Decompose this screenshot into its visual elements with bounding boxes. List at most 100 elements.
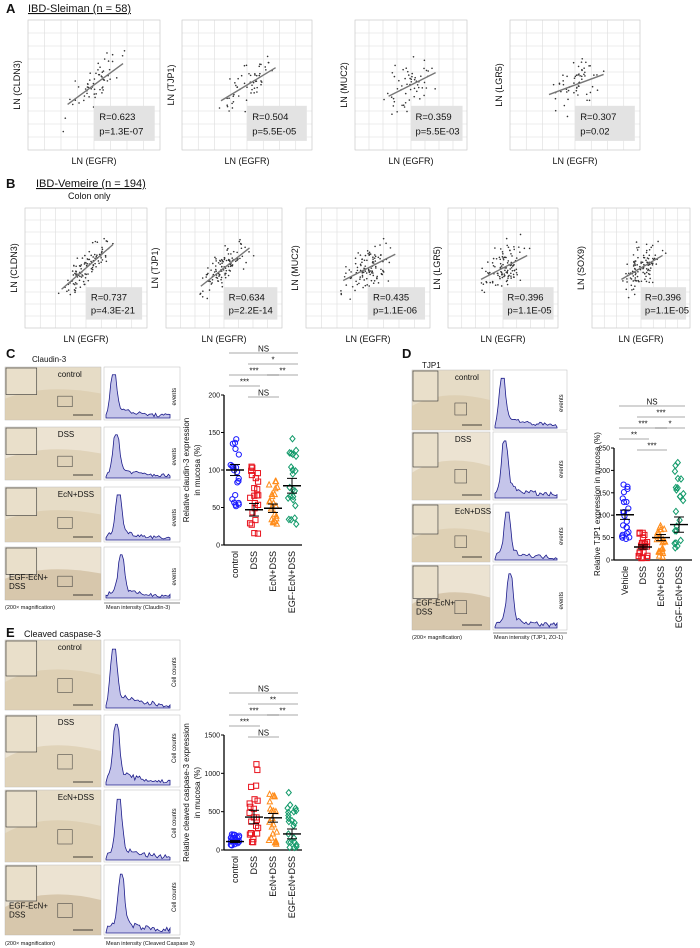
data-point — [644, 278, 646, 280]
data-point — [507, 260, 510, 262]
data-point — [643, 256, 646, 259]
data-point — [266, 804, 274, 812]
stats-box — [247, 105, 307, 141]
data-point — [254, 486, 261, 493]
stats-box — [224, 287, 278, 320]
data-point — [492, 264, 495, 267]
data-point — [359, 254, 362, 256]
x-tick-label: EGF-EcN+DSS — [674, 566, 684, 628]
data-point — [632, 254, 635, 256]
data-point — [585, 61, 587, 64]
histogram-y-label: Cell counts — [172, 808, 178, 838]
data-point — [374, 260, 377, 262]
data-point — [229, 265, 232, 268]
data-point — [659, 535, 667, 543]
data-point — [491, 262, 494, 264]
data-point — [292, 501, 299, 510]
data-point — [231, 499, 238, 506]
data-point — [269, 517, 277, 525]
data-point — [361, 274, 364, 277]
data-point — [219, 263, 221, 265]
data-point — [371, 270, 373, 272]
data-point — [372, 262, 375, 264]
data-point — [627, 272, 630, 275]
data-point — [380, 268, 382, 271]
data-point — [234, 260, 237, 263]
inset-zoom — [5, 547, 38, 575]
data-point — [634, 268, 636, 271]
data-point — [72, 274, 75, 276]
data-point — [82, 99, 85, 102]
data-point — [354, 289, 356, 292]
data-point — [636, 249, 639, 251]
data-point — [286, 843, 293, 852]
x-axis-label: LN (EGFR) — [619, 334, 664, 344]
data-point — [516, 273, 518, 276]
y-tick-label: 0 — [216, 848, 220, 855]
x-tick-label: EGF-EcN+DSS — [287, 551, 297, 613]
data-point — [648, 281, 651, 284]
data-point — [499, 277, 501, 280]
tissue-texture — [5, 449, 101, 480]
data-point — [251, 88, 253, 91]
data-point — [232, 491, 239, 499]
flow-histogram: Cell counts — [103, 864, 181, 936]
data-point — [619, 495, 626, 502]
image-label: EcN+DSS — [58, 490, 94, 499]
data-point — [62, 130, 65, 133]
data-point — [485, 270, 487, 273]
data-point — [107, 60, 110, 62]
data-point — [588, 65, 590, 67]
plot-frame — [447, 207, 559, 329]
data-point — [98, 262, 100, 265]
data-point — [406, 83, 408, 86]
data-point — [498, 275, 501, 278]
data-point — [401, 104, 403, 107]
data-point — [94, 257, 96, 260]
data-point — [109, 78, 111, 80]
p-value: p=1.1E-05 — [645, 306, 689, 317]
data-point — [588, 99, 591, 102]
data-point — [519, 251, 521, 253]
data-point — [499, 262, 502, 265]
data-point — [361, 276, 364, 278]
histogram-y-label: events — [172, 509, 178, 527]
data-point — [507, 246, 510, 249]
data-point — [75, 270, 77, 273]
data-point — [87, 279, 90, 282]
data-point — [237, 95, 240, 97]
data-point — [517, 246, 520, 248]
data-point — [217, 262, 220, 264]
data-point — [284, 494, 292, 502]
data-point — [253, 822, 260, 829]
data-point — [247, 830, 254, 837]
data-point — [653, 535, 661, 543]
data-point — [225, 269, 228, 272]
inset-zoom — [5, 640, 38, 677]
x-tick-label: DSS — [638, 566, 648, 585]
inset-region-box — [454, 600, 467, 614]
data-point — [499, 248, 502, 250]
data-point — [402, 68, 404, 71]
histogram-y-label: events — [559, 527, 565, 545]
p-value: p=1.3E-07 — [99, 126, 143, 137]
panel-a-letter: A — [6, 1, 16, 16]
data-point — [82, 280, 85, 283]
data-point — [376, 275, 378, 278]
regression-line — [61, 244, 114, 290]
data-point — [248, 783, 255, 791]
data-point — [96, 254, 98, 257]
data-point — [417, 86, 420, 89]
data-point — [402, 104, 405, 107]
data-point — [637, 270, 639, 273]
data-point — [255, 80, 257, 83]
data-point — [631, 270, 634, 273]
data-point — [515, 268, 518, 271]
data-point — [224, 276, 227, 279]
inset-zoom — [412, 432, 439, 468]
data-point — [121, 54, 124, 57]
data-point — [237, 77, 239, 80]
